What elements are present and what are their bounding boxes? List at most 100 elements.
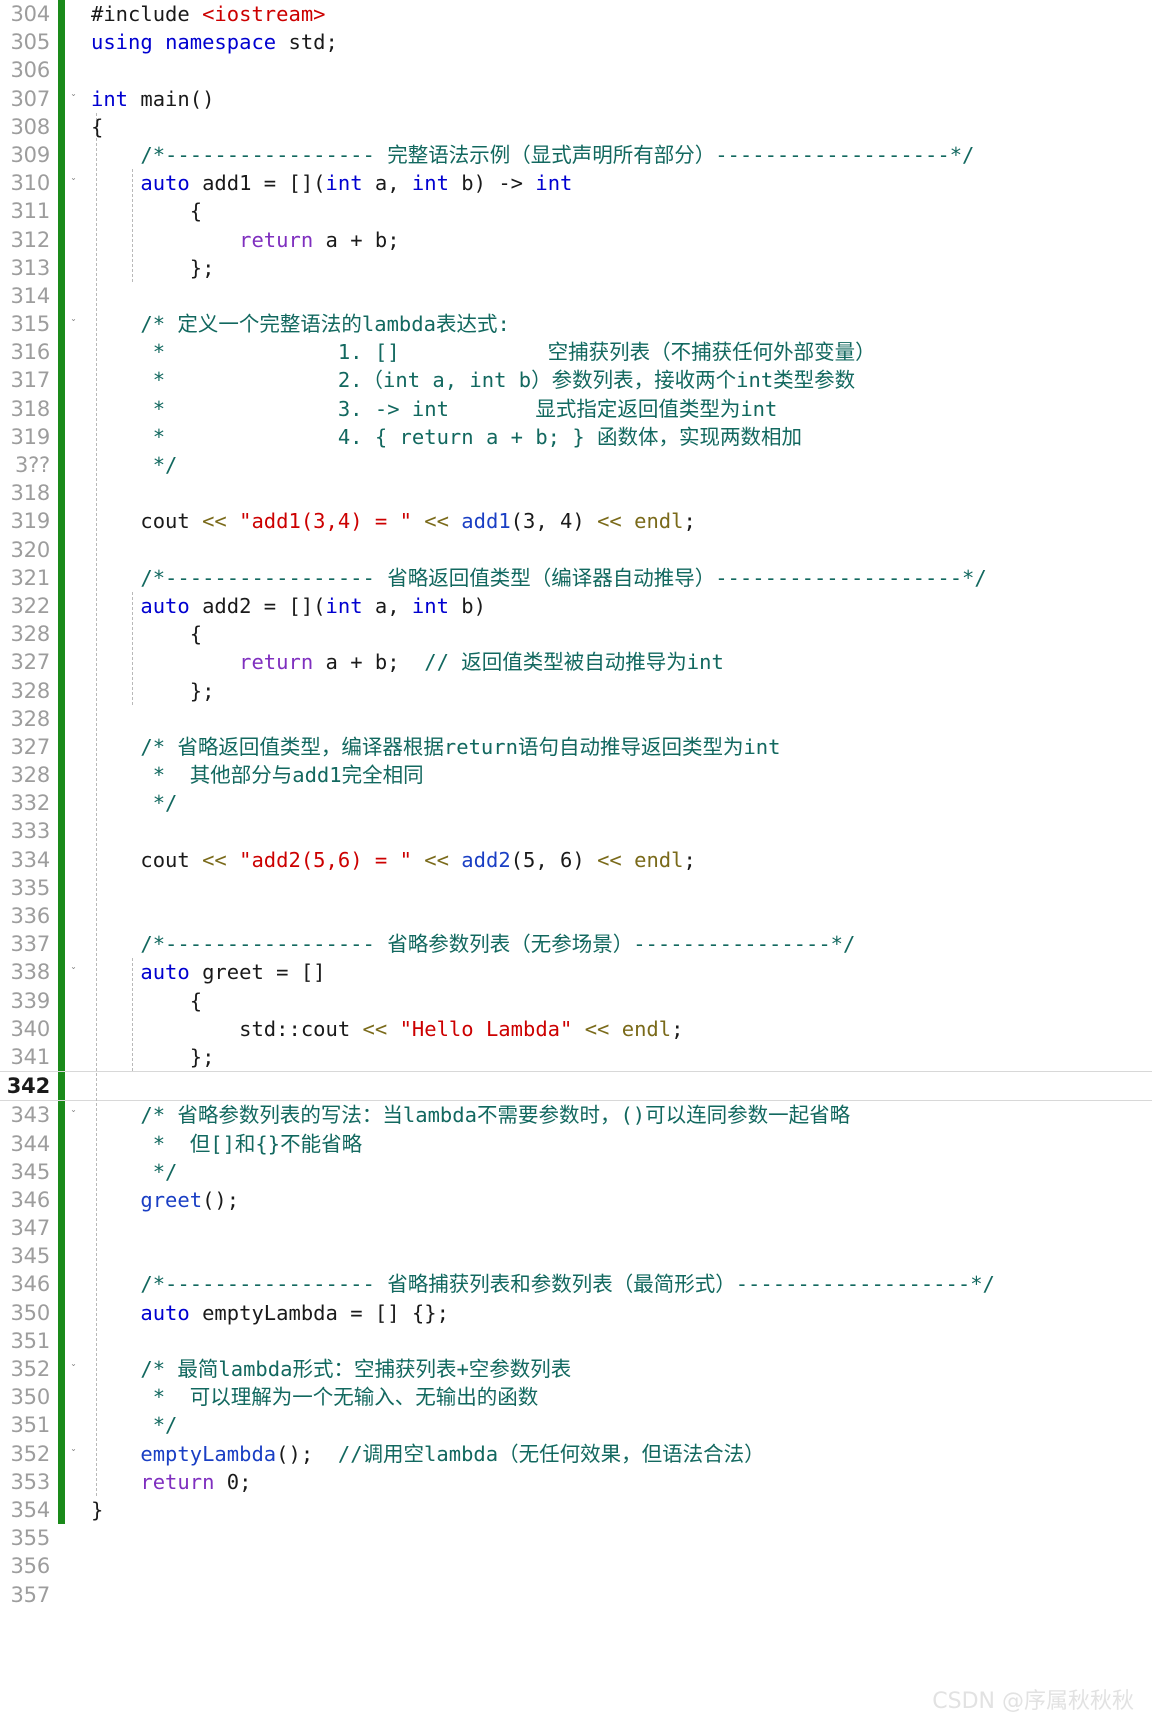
code-text[interactable]: /* 省略参数列表的写法：当lambda不需要参数时，()可以连同参数一起省略 bbox=[85, 1101, 1152, 1129]
code-line[interactable]: 350 auto emptyLambda = [] {}; bbox=[0, 1298, 1152, 1327]
code-line[interactable]: 336 bbox=[0, 902, 1152, 931]
code-text[interactable]: /*----------------- 完整语法示例（显式声明所有部分）----… bbox=[85, 141, 1152, 169]
chevron-down-icon[interactable]: ˇ bbox=[70, 92, 77, 106]
code-text[interactable]: /*----------------- 省略参数列表（无参场景）--------… bbox=[85, 930, 1152, 958]
code-text[interactable]: * 2.（int a, int b）参数列表，接收两个int类型参数 bbox=[85, 366, 1152, 394]
fold-column[interactable] bbox=[65, 226, 85, 254]
fold-column[interactable] bbox=[65, 1383, 85, 1411]
code-line[interactable]: 318 * 3. -> int 显式指定返回值类型为int bbox=[0, 394, 1152, 423]
code-text[interactable]: */ bbox=[85, 1158, 1152, 1186]
code-text[interactable]: * 4. { return a + b; } 函数体，实现两数相加 bbox=[85, 423, 1152, 451]
code-line[interactable]: 308{ bbox=[0, 112, 1152, 141]
fold-column[interactable] bbox=[65, 338, 85, 366]
code-text[interactable]: */ bbox=[85, 1411, 1152, 1439]
code-text[interactable]: }; bbox=[85, 677, 1152, 705]
code-line[interactable]: 328 }; bbox=[0, 676, 1152, 705]
code-line[interactable]: 322 auto add2 = [](int a, int b) bbox=[0, 591, 1152, 621]
code-text[interactable]: } bbox=[85, 1496, 1152, 1524]
fold-column[interactable] bbox=[65, 789, 85, 817]
code-line[interactable]: 340 std::cout << "Hello Lambda" << endl; bbox=[0, 1014, 1152, 1043]
code-text[interactable]: auto add1 = [](int a, int b) -> int bbox=[85, 169, 1152, 197]
code-text[interactable] bbox=[85, 1524, 1152, 1552]
code-text[interactable]: int main() bbox=[85, 85, 1152, 113]
code-text[interactable] bbox=[85, 1242, 1152, 1270]
code-line[interactable]: 332 */ bbox=[0, 789, 1152, 818]
code-text[interactable] bbox=[85, 874, 1152, 902]
fold-column[interactable] bbox=[65, 28, 85, 56]
code-text[interactable]: using namespace std; bbox=[85, 28, 1152, 56]
fold-column[interactable] bbox=[65, 0, 85, 28]
fold-column[interactable] bbox=[65, 874, 85, 902]
code-line[interactable]: 317 * 2.（int a, int b）参数列表，接收两个int类型参数 bbox=[0, 366, 1152, 395]
fold-column[interactable]: ˇ bbox=[65, 169, 85, 197]
code-text[interactable]: return a + b; // 返回值类型被自动推导为int bbox=[85, 648, 1152, 676]
code-text[interactable] bbox=[85, 1581, 1152, 1609]
code-text[interactable]: }; bbox=[85, 1043, 1152, 1071]
code-line[interactable]: 314 bbox=[0, 281, 1152, 311]
code-text[interactable] bbox=[85, 817, 1152, 845]
code-line[interactable]: 342 bbox=[0, 1071, 1152, 1102]
code-text[interactable] bbox=[85, 902, 1152, 930]
code-line[interactable]: 3?? */ bbox=[0, 451, 1152, 480]
chevron-down-icon[interactable]: ˇ bbox=[70, 965, 77, 979]
code-line[interactable]: 311 { bbox=[0, 197, 1152, 226]
fold-column[interactable] bbox=[65, 817, 85, 845]
code-text[interactable] bbox=[85, 479, 1152, 507]
code-line[interactable]: 357 bbox=[0, 1581, 1152, 1609]
fold-column[interactable] bbox=[65, 479, 85, 507]
fold-column[interactable] bbox=[65, 1299, 85, 1327]
code-text[interactable]: }; bbox=[85, 254, 1152, 282]
code-text[interactable]: * 其他部分与add1完全相同 bbox=[85, 761, 1152, 789]
code-text[interactable]: { bbox=[85, 987, 1152, 1015]
code-text[interactable]: { bbox=[85, 620, 1152, 648]
fold-column[interactable] bbox=[65, 733, 85, 761]
code-line[interactable]: 318 bbox=[0, 479, 1152, 508]
fold-column[interactable] bbox=[65, 197, 85, 225]
chevron-down-icon[interactable]: ˇ bbox=[70, 1362, 77, 1376]
code-line[interactable]: 309 /*----------------- 完整语法示例（显式声明所有部分）… bbox=[0, 140, 1152, 170]
code-line[interactable]: 313 }; bbox=[0, 253, 1152, 282]
code-text[interactable] bbox=[85, 1552, 1152, 1580]
code-text[interactable]: auto greet = [] bbox=[85, 958, 1152, 986]
code-line[interactable]: 337 /*----------------- 省略参数列表（无参场景）----… bbox=[0, 930, 1152, 959]
code-text[interactable]: /* 定义一个完整语法的lambda表达式: bbox=[85, 310, 1152, 338]
fold-column[interactable] bbox=[65, 1242, 85, 1270]
code-line[interactable]: 312 return a + b; bbox=[0, 225, 1152, 254]
code-text[interactable]: * 可以理解为一个无输入、无输出的函数 bbox=[85, 1383, 1152, 1411]
chevron-down-icon[interactable]: ˇ bbox=[70, 1447, 77, 1461]
fold-column[interactable] bbox=[65, 254, 85, 282]
fold-column[interactable] bbox=[65, 507, 85, 535]
chevron-down-icon[interactable]: ˇ bbox=[70, 317, 77, 331]
code-line[interactable]: 319 * 4. { return a + b; } 函数体，实现两数相加 bbox=[0, 422, 1152, 451]
code-text[interactable]: */ bbox=[85, 451, 1152, 479]
fold-column[interactable] bbox=[65, 705, 85, 733]
code-line[interactable]: 328 bbox=[0, 704, 1152, 733]
fold-column[interactable]: ˇ bbox=[65, 85, 85, 113]
code-line[interactable]: 319 cout << "add1(3,4) = " << add1(3, 4)… bbox=[0, 507, 1152, 536]
code-text[interactable] bbox=[85, 536, 1152, 564]
fold-column[interactable] bbox=[65, 1214, 85, 1242]
code-text[interactable]: /*----------------- 省略捕获列表和参数列表（最简形式）---… bbox=[85, 1270, 1152, 1298]
code-line[interactable]: 320 bbox=[0, 535, 1152, 564]
fold-column[interactable] bbox=[65, 1468, 85, 1496]
fold-column[interactable] bbox=[65, 902, 85, 930]
fold-column[interactable] bbox=[65, 423, 85, 451]
code-text[interactable]: auto add2 = [](int a, int b) bbox=[85, 592, 1152, 620]
code-text[interactable]: cout << "add1(3,4) = " << add1(3, 4) << … bbox=[85, 507, 1152, 535]
code-text[interactable]: return 0; bbox=[85, 1468, 1152, 1496]
code-line[interactable]: 341 }; bbox=[0, 1042, 1152, 1072]
fold-column[interactable] bbox=[65, 451, 85, 479]
code-line[interactable]: 304#include <iostream> bbox=[0, 0, 1152, 29]
fold-column[interactable] bbox=[65, 677, 85, 705]
fold-column[interactable]: ˇ bbox=[65, 958, 85, 986]
code-line[interactable]: 335 bbox=[0, 873, 1152, 902]
code-text[interactable]: /* 省略返回值类型，编译器根据return语句自动推导返回类型为int bbox=[85, 733, 1152, 761]
fold-column[interactable] bbox=[65, 620, 85, 648]
fold-column[interactable] bbox=[65, 987, 85, 1015]
